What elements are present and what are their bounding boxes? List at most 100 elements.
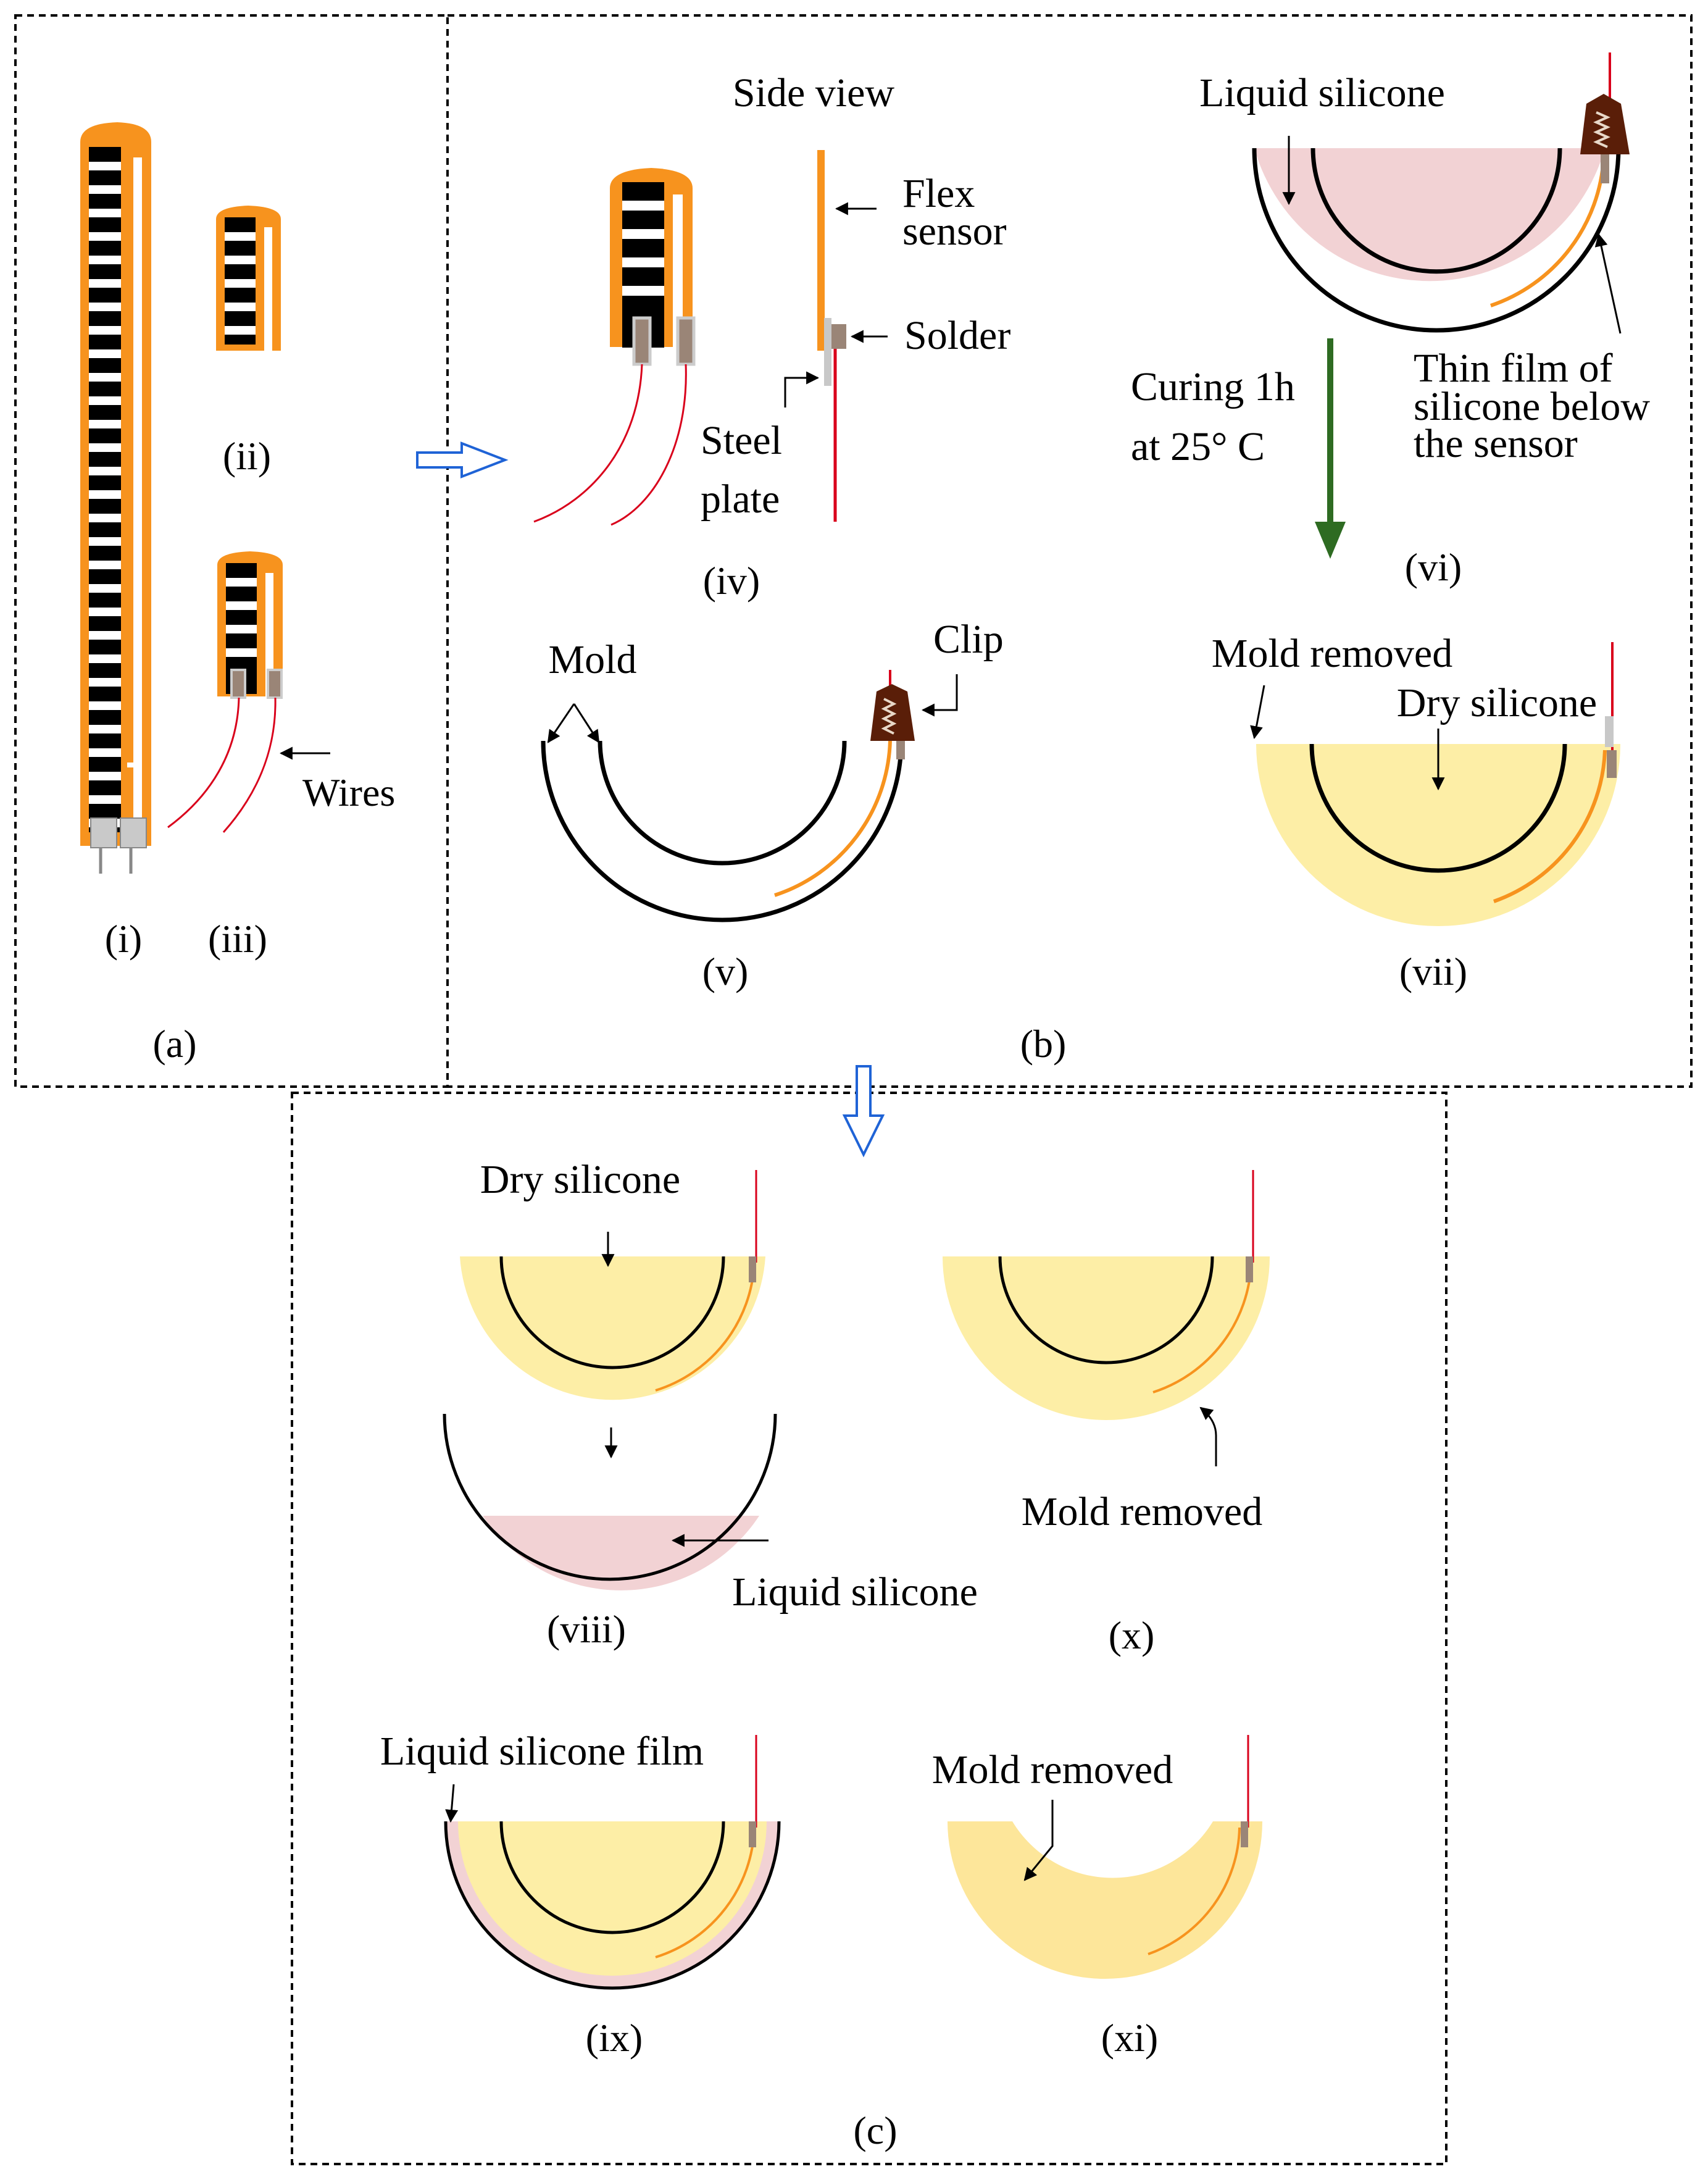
label-v: (v) xyxy=(702,950,749,993)
label-wires: Wires xyxy=(302,771,395,814)
sensor-stripe xyxy=(89,185,121,194)
dry-silicone-part-vii xyxy=(1256,642,1620,926)
label-mold-removed-b: Mold removed xyxy=(1212,631,1452,676)
sensor-stripe xyxy=(89,795,121,804)
sensor-stripe xyxy=(89,701,121,710)
sensor-stripe xyxy=(225,279,256,288)
sensor-stripe xyxy=(89,725,121,733)
sensor-stripe xyxy=(89,514,121,522)
sensor-stripe xyxy=(89,631,121,640)
label-ii: (ii) xyxy=(223,434,271,478)
label-steel-plate-1: Steel xyxy=(701,418,782,463)
sensor-stripe xyxy=(89,678,121,687)
label-iii: (iii) xyxy=(208,917,267,961)
label-mold-removed-x: Mold removed xyxy=(1022,1489,1262,1534)
label-dry-silicone-b: Dry silicone xyxy=(1397,680,1597,725)
mold-pointer-inner xyxy=(573,703,600,743)
sensor-stripe xyxy=(89,349,121,358)
sensor-long-i xyxy=(80,122,151,874)
sensor-stripe xyxy=(89,654,121,663)
sensor-stripe xyxy=(89,209,121,217)
sensor-stripe xyxy=(89,584,121,593)
sensor-stripe xyxy=(89,162,121,170)
label-viii: (viii) xyxy=(547,1607,626,1651)
sensor-short-ii xyxy=(216,206,281,351)
panel-c-frame xyxy=(291,1092,1448,2165)
label-steel-plate-2: plate xyxy=(701,477,780,522)
label-mold-removed-xi: Mold removed xyxy=(932,1747,1173,1792)
label-dry-silicone-c: Dry silicone xyxy=(480,1157,680,1202)
caption-a: (a) xyxy=(152,1022,196,1066)
mold-liquid-silicone-viii xyxy=(443,1413,777,1590)
sensor-stripe xyxy=(226,625,257,633)
caption-c: (c) xyxy=(853,2108,897,2152)
label-clip: Clip xyxy=(933,617,1004,662)
label-liquid-silicone-b: Liquid silicone xyxy=(1199,70,1445,115)
sensor-stripe xyxy=(89,537,121,546)
sensor-wired-iii xyxy=(167,551,283,833)
sensor-stripe xyxy=(89,396,121,405)
label-solder: Solder xyxy=(904,313,1010,358)
sensor-stripe xyxy=(622,229,664,239)
sensor-stripe xyxy=(225,303,256,311)
curing-arrowhead xyxy=(1315,522,1346,559)
sensor-stripe xyxy=(89,748,121,757)
label-ix: (ix) xyxy=(586,2016,643,2060)
sensor-stripe xyxy=(225,232,256,241)
label-liquid-silicone-c: Liquid silicone xyxy=(732,1569,978,1615)
sensor-stripe xyxy=(622,201,664,211)
sensor-stripe xyxy=(226,601,257,610)
mold-liquid-silicone-vi xyxy=(1252,52,1630,333)
clip-pointer xyxy=(921,674,958,717)
sensor-stripe xyxy=(89,772,121,780)
label-thin-film-3: the sensor xyxy=(1414,421,1578,466)
sensor-stripe xyxy=(225,326,256,335)
label-curing-1: Curing 1h xyxy=(1131,364,1295,409)
sensor-stripe xyxy=(622,286,664,296)
sensor-stripe xyxy=(226,648,257,657)
sensor-stripe xyxy=(89,561,121,569)
label-liquid-silicone-film: Liquid silicone film xyxy=(380,1729,704,1774)
flow-arrow-down-icon xyxy=(842,1065,885,1158)
sensor-stripe xyxy=(622,257,664,267)
label-side-view: Side view xyxy=(733,70,894,115)
label-flex-sensor-2: sensor xyxy=(902,209,1007,254)
mold-removed-pointer-b xyxy=(1250,685,1265,740)
caption-b: (b) xyxy=(1020,1022,1067,1066)
mold-removed-pointer-xi xyxy=(1023,1800,1054,1881)
mold-with-sensor-v xyxy=(541,670,915,922)
label-xi: (xi) xyxy=(1101,2016,1158,2060)
label-vii: (vii) xyxy=(1399,950,1467,993)
sensor-stripe xyxy=(89,467,121,475)
sensor-stripe xyxy=(89,256,121,264)
mold-removed-pointer-x xyxy=(1199,1406,1217,1466)
side-view-sensor xyxy=(817,150,846,522)
sensor-stripe xyxy=(89,490,121,499)
film-coated-part-ix xyxy=(444,1735,781,1990)
label-thin-film-1: Thin film of xyxy=(1414,346,1613,391)
label-thin-film-2: silicone below xyxy=(1414,384,1650,429)
sensor-wired-iv xyxy=(533,168,696,526)
label-flex-sensor-1: Flex xyxy=(902,171,975,216)
sensor-stripe xyxy=(226,578,257,587)
steel-plate-pointer xyxy=(784,371,820,407)
sensor-stripe xyxy=(89,326,121,335)
label-x: (x) xyxy=(1109,1613,1155,1657)
final-silicone-part-xi xyxy=(948,1735,1262,1979)
sensor-stripe xyxy=(89,303,121,311)
dry-silicone-part-x xyxy=(943,1170,1270,1420)
label-curing-2: at 25° C xyxy=(1131,424,1265,469)
dry-silicone-part-c1 xyxy=(460,1170,765,1400)
sensor-stripe xyxy=(225,256,256,264)
thin-film-pointer xyxy=(1594,233,1622,334)
panel-b-frame xyxy=(446,14,1693,1088)
label-mold: Mold xyxy=(548,637,636,682)
label-iv: (iv) xyxy=(703,559,760,603)
label-i: (i) xyxy=(105,917,142,961)
sensor-stripe xyxy=(89,279,121,288)
mold-pointer-outer xyxy=(547,703,575,743)
sensor-stripe xyxy=(89,608,121,616)
flow-arrow-right-icon xyxy=(416,441,509,478)
film-pointer xyxy=(445,1784,459,1823)
